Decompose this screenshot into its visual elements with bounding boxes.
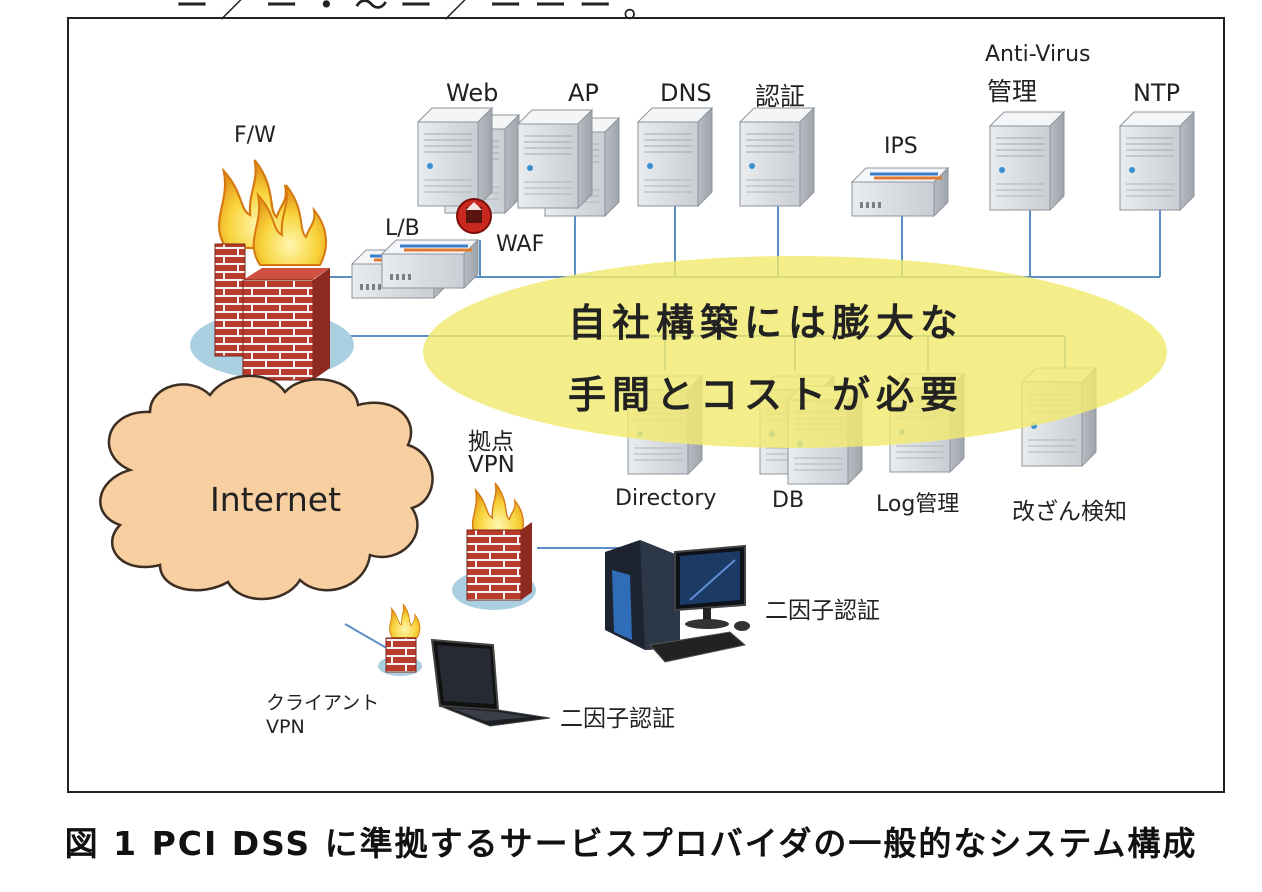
directory-label: Directory xyxy=(615,486,717,511)
site-vpn-firewall-icon xyxy=(452,482,536,610)
callout-ellipse xyxy=(423,256,1167,448)
laptop-icon xyxy=(430,638,551,727)
site-vpn-label-line1: 拠点 xyxy=(468,429,514,455)
waf-icon xyxy=(456,198,492,234)
internet-label: Internet xyxy=(210,480,342,519)
cropped-top-text: ー ／ ー ・ 〜 ー ／ ー ー ー 。 xyxy=(175,0,658,26)
dns-server-icon xyxy=(637,107,713,207)
two-factor-laptop-label: 二因子認証 xyxy=(560,706,675,732)
log-label: Log管理 xyxy=(876,492,960,517)
firewall-icon xyxy=(190,158,354,381)
site-vpn-label-line2: VPN xyxy=(468,452,515,478)
callout-line2: 手間とコストが必要 xyxy=(568,373,965,417)
ips-appliance-icon xyxy=(850,166,950,218)
ntp-label: NTP xyxy=(1133,79,1181,107)
internet-cloud-icon xyxy=(99,374,434,601)
ap-label: AP xyxy=(568,79,599,107)
antivirus-label-line1: Anti-Virus xyxy=(985,42,1091,67)
ips-label: IPS xyxy=(884,134,918,159)
callout-line1: 自社構築には膨大な xyxy=(568,301,965,345)
fw-label: F/W xyxy=(234,123,276,148)
ap-server-icon xyxy=(517,109,620,217)
auth-server-icon xyxy=(739,107,815,207)
antivirus-server-icon xyxy=(989,111,1065,211)
load-balancer-icon xyxy=(350,238,480,300)
tamper-label: 改ざん検知 xyxy=(1012,499,1127,525)
web-server-icon xyxy=(417,107,520,214)
two-factor-desktop-label: 二因子認証 xyxy=(765,598,880,624)
waf-label: WAF xyxy=(496,232,545,257)
lb-label: L/B xyxy=(385,216,420,241)
auth-label: 認証 xyxy=(755,82,806,111)
db-label: DB xyxy=(772,488,805,513)
dns-label: DNS xyxy=(660,79,712,107)
antivirus-label-line2: 管理 xyxy=(987,77,1038,106)
client-vpn-label-line2: VPN xyxy=(266,716,305,738)
figure-caption: 図 1 PCI DSS に準拠するサービスプロバイダの一般的なシステム構成 xyxy=(64,824,1198,863)
desktop-pc-icon xyxy=(605,540,750,663)
diagram-frame xyxy=(67,17,1225,793)
client-vpn-firewall-icon xyxy=(378,603,422,676)
web-label: Web xyxy=(446,79,499,107)
client-vpn-label-line1: クライアント xyxy=(266,692,380,714)
ntp-server-icon xyxy=(1119,111,1195,211)
